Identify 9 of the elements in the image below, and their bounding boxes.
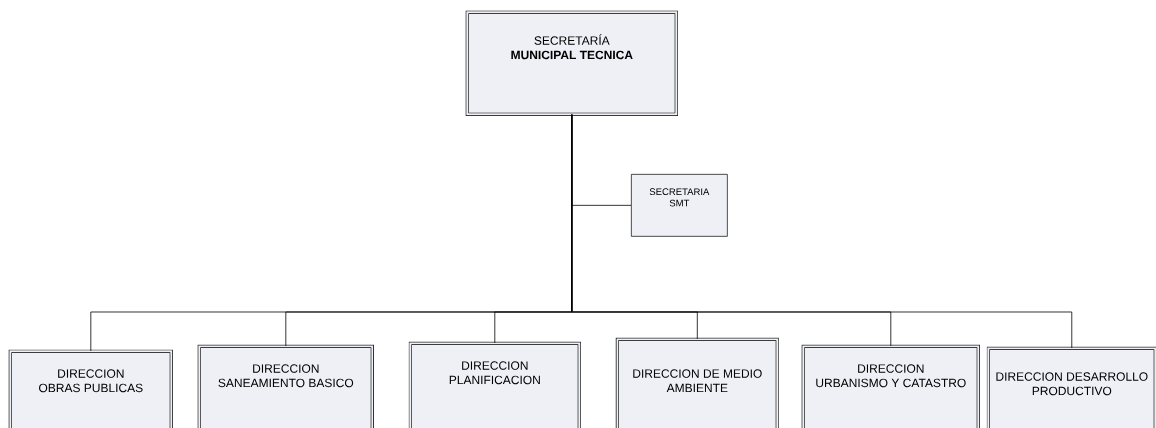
- org-box: SECRETARIA SMT: [631, 174, 728, 237]
- org-box: DIRECCION DE MEDIO AMBIENTE: [615, 337, 779, 428]
- org-box: DIRECCION SANEAMIENTO BASICO: [197, 344, 374, 428]
- org-box: DIRECCION URBANISMO Y CATASTRO: [801, 344, 980, 428]
- org-box: DIRECCION DESARROLLO PRODUCTIVO: [986, 346, 1156, 428]
- org-box: DIRECCION PLANIFICACION: [408, 341, 581, 428]
- connector-line: [571, 114, 1073, 349]
- org-box: SECRETARÍA MUNICIPAL TECNICA: [465, 10, 678, 116]
- org-box: DIRECCION OBRAS PUBLICAS: [8, 349, 173, 428]
